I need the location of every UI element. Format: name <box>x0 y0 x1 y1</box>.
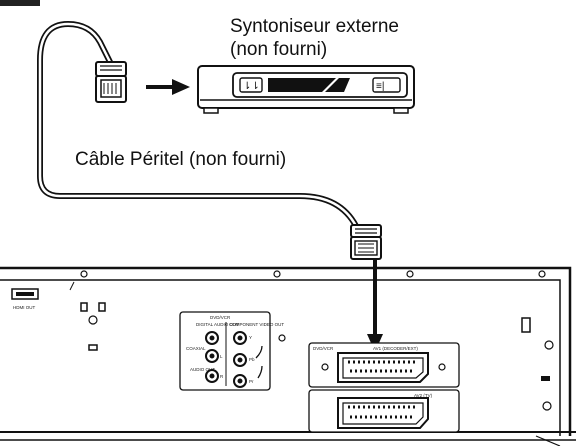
arrow-to-recorder <box>367 260 383 352</box>
scart-plug-top <box>95 61 127 103</box>
scart-cable-label: Câble Péritel (non fourni) <box>75 149 286 170</box>
component-video-out-label: COMPONENT VIDEO OUT <box>229 322 284 327</box>
jack-r-label: R <box>220 374 224 379</box>
external-tuner: ⇂⇂ ≡| <box>197 65 415 114</box>
jack-l-label: L <box>220 354 223 359</box>
av1-scart-label: AV1 (DECODER/EXT) <box>373 346 418 351</box>
recorder-rear-panel: HDMI OUT DVD/VCR DIGITAL AUDIO OUT COMPO… <box>0 266 576 446</box>
audio-out-label: AUDIO OUT <box>190 367 215 372</box>
dvd-vcr-group-label: DVD/VCR <box>210 315 231 320</box>
scart-cable <box>37 21 359 229</box>
hdmi-out-label: HDMI OUT <box>13 305 35 310</box>
rca-jacks <box>205 331 247 388</box>
tuner-display-slash <box>322 78 339 92</box>
jack-pb-label: Pb <box>249 357 255 362</box>
coaxial-label: COAXIAL <box>186 346 206 351</box>
tuner-display-band <box>268 78 350 92</box>
tuner-right-mark: ≡| <box>376 81 384 92</box>
external-tuner-label-line2: (non fourni) <box>230 39 327 60</box>
cropped-text-fragment <box>0 0 40 6</box>
av2-scart-socket <box>337 397 429 429</box>
jack-y-label: Y <box>249 335 252 340</box>
av1-scart-socket <box>337 352 429 383</box>
external-tuner-label-line1: Syntoniseur externe <box>230 16 399 37</box>
arrow-to-tuner <box>146 79 190 95</box>
av2-scart-label: AV2 (TV) <box>414 393 433 398</box>
dvd-vcr-scart-label: DVD/VCR <box>313 346 334 351</box>
tuner-left-mark: ⇂⇂ <box>243 81 260 92</box>
digital-audio-out-label: DIGITAL AUDIO OUT <box>196 322 239 327</box>
jack-pr-label: Pr <box>249 379 254 384</box>
scart-plug-bottom <box>350 224 382 260</box>
